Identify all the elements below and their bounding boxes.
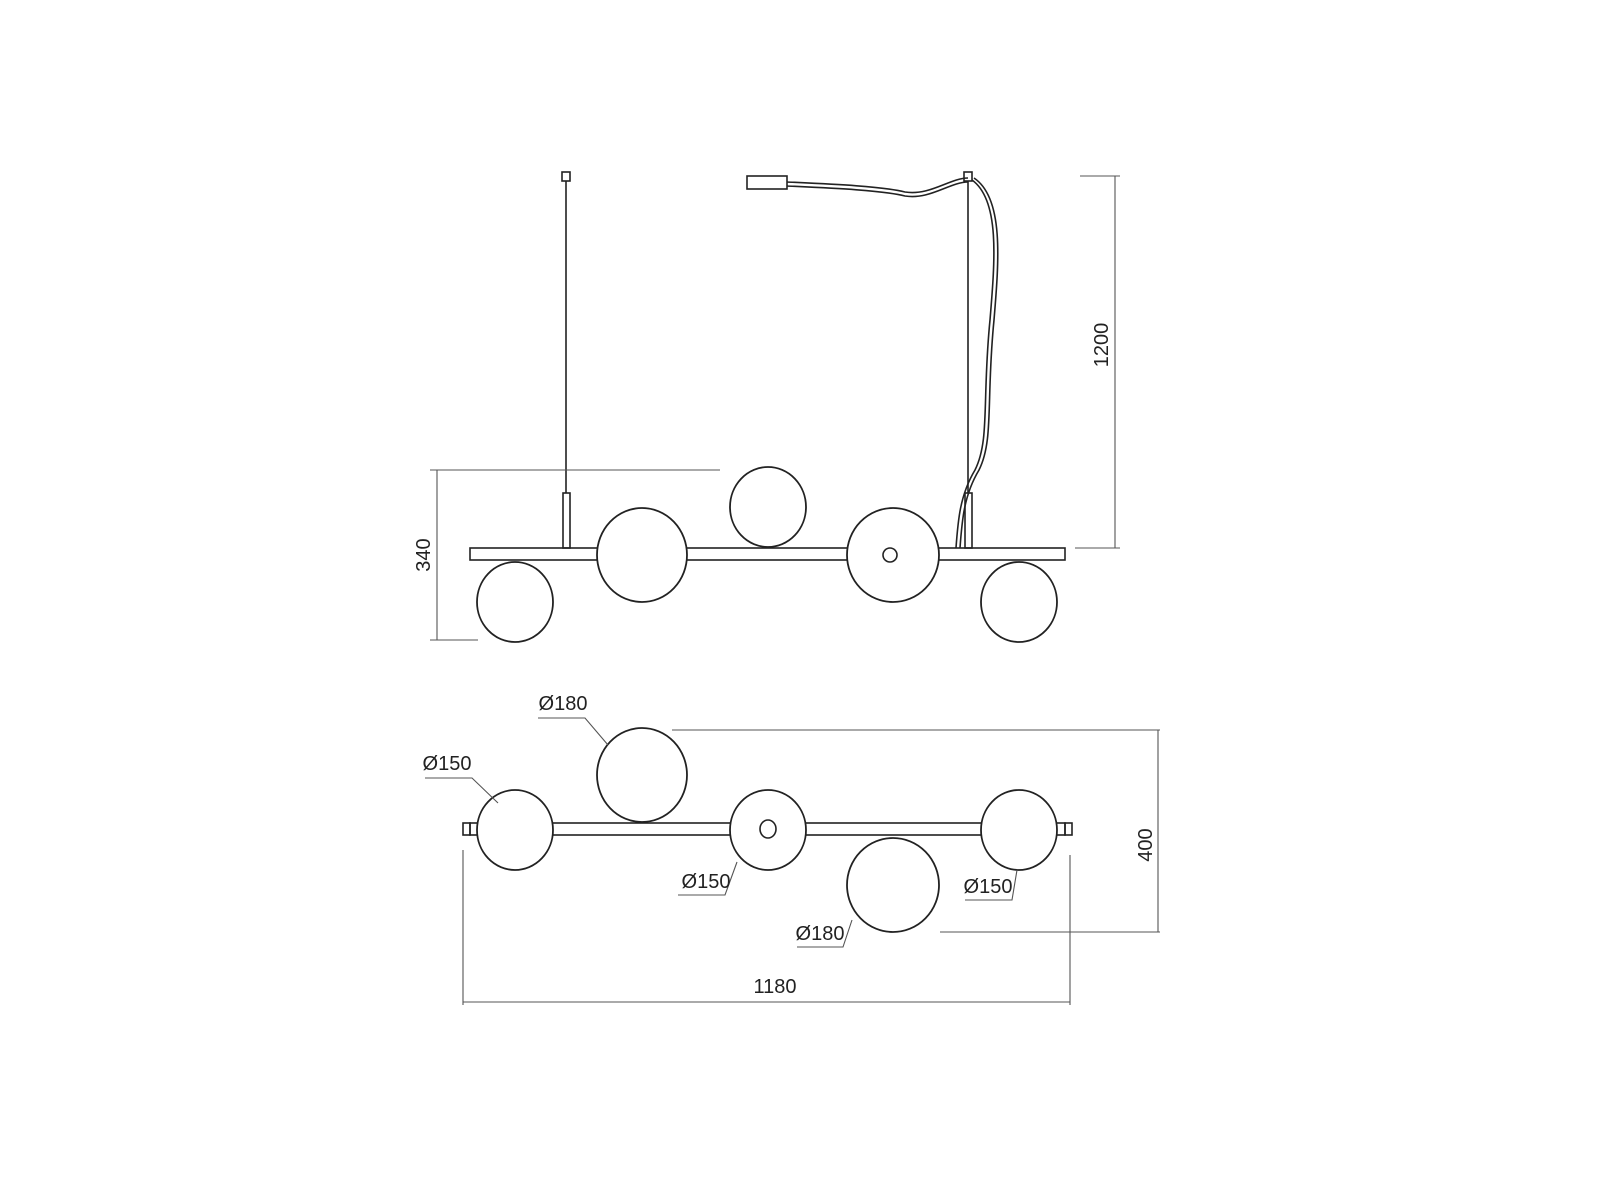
power-cable-drop: [955, 179, 995, 549]
dimension-height-total: 1200: [1091, 323, 1113, 368]
dimension-length: 1180: [753, 976, 796, 998]
globe-label: Ø180: [539, 693, 588, 715]
globe: [596, 507, 688, 603]
globe: [980, 789, 1058, 871]
horizontal-bar: [469, 547, 1066, 561]
dimension-depth: 400: [1135, 828, 1157, 861]
globe-socket: [882, 547, 898, 563]
power-cable-drop-2: [959, 177, 999, 549]
leader-line: [425, 777, 499, 804]
bar-end-cap: [1064, 822, 1073, 836]
power-cable-top: [786, 177, 969, 194]
elevation-view: 340 1200: [413, 171, 1120, 643]
globe-socket: [759, 819, 777, 839]
leader-line: [965, 869, 1018, 901]
globe: [476, 789, 554, 871]
power-cable-top-2: [786, 181, 969, 198]
left-sleeve: [562, 492, 571, 549]
globe-label: Ø150: [964, 876, 1013, 898]
leader-line: [678, 861, 738, 896]
leader-line: [538, 717, 609, 746]
globe: [729, 466, 807, 548]
globe: [980, 561, 1058, 643]
bar-end-cap: [462, 822, 471, 836]
globe-label: Ø150: [682, 871, 731, 893]
globe: [596, 727, 688, 823]
left-ceiling-anchor: [561, 171, 571, 182]
globe-label: Ø180: [796, 923, 845, 945]
right-ceiling-anchor: [963, 171, 973, 182]
ceiling-canopy: [746, 175, 788, 190]
globe: [846, 507, 940, 603]
globe: [846, 837, 940, 933]
dimension-height-body: 340: [413, 538, 435, 571]
plan-view: Ø150 Ø180 Ø150 Ø180 Ø150 400 1180: [423, 693, 1160, 1005]
leader-line: [797, 919, 853, 948]
globe: [476, 561, 554, 643]
globe-label: Ø150: [423, 753, 472, 775]
globe: [729, 789, 807, 871]
